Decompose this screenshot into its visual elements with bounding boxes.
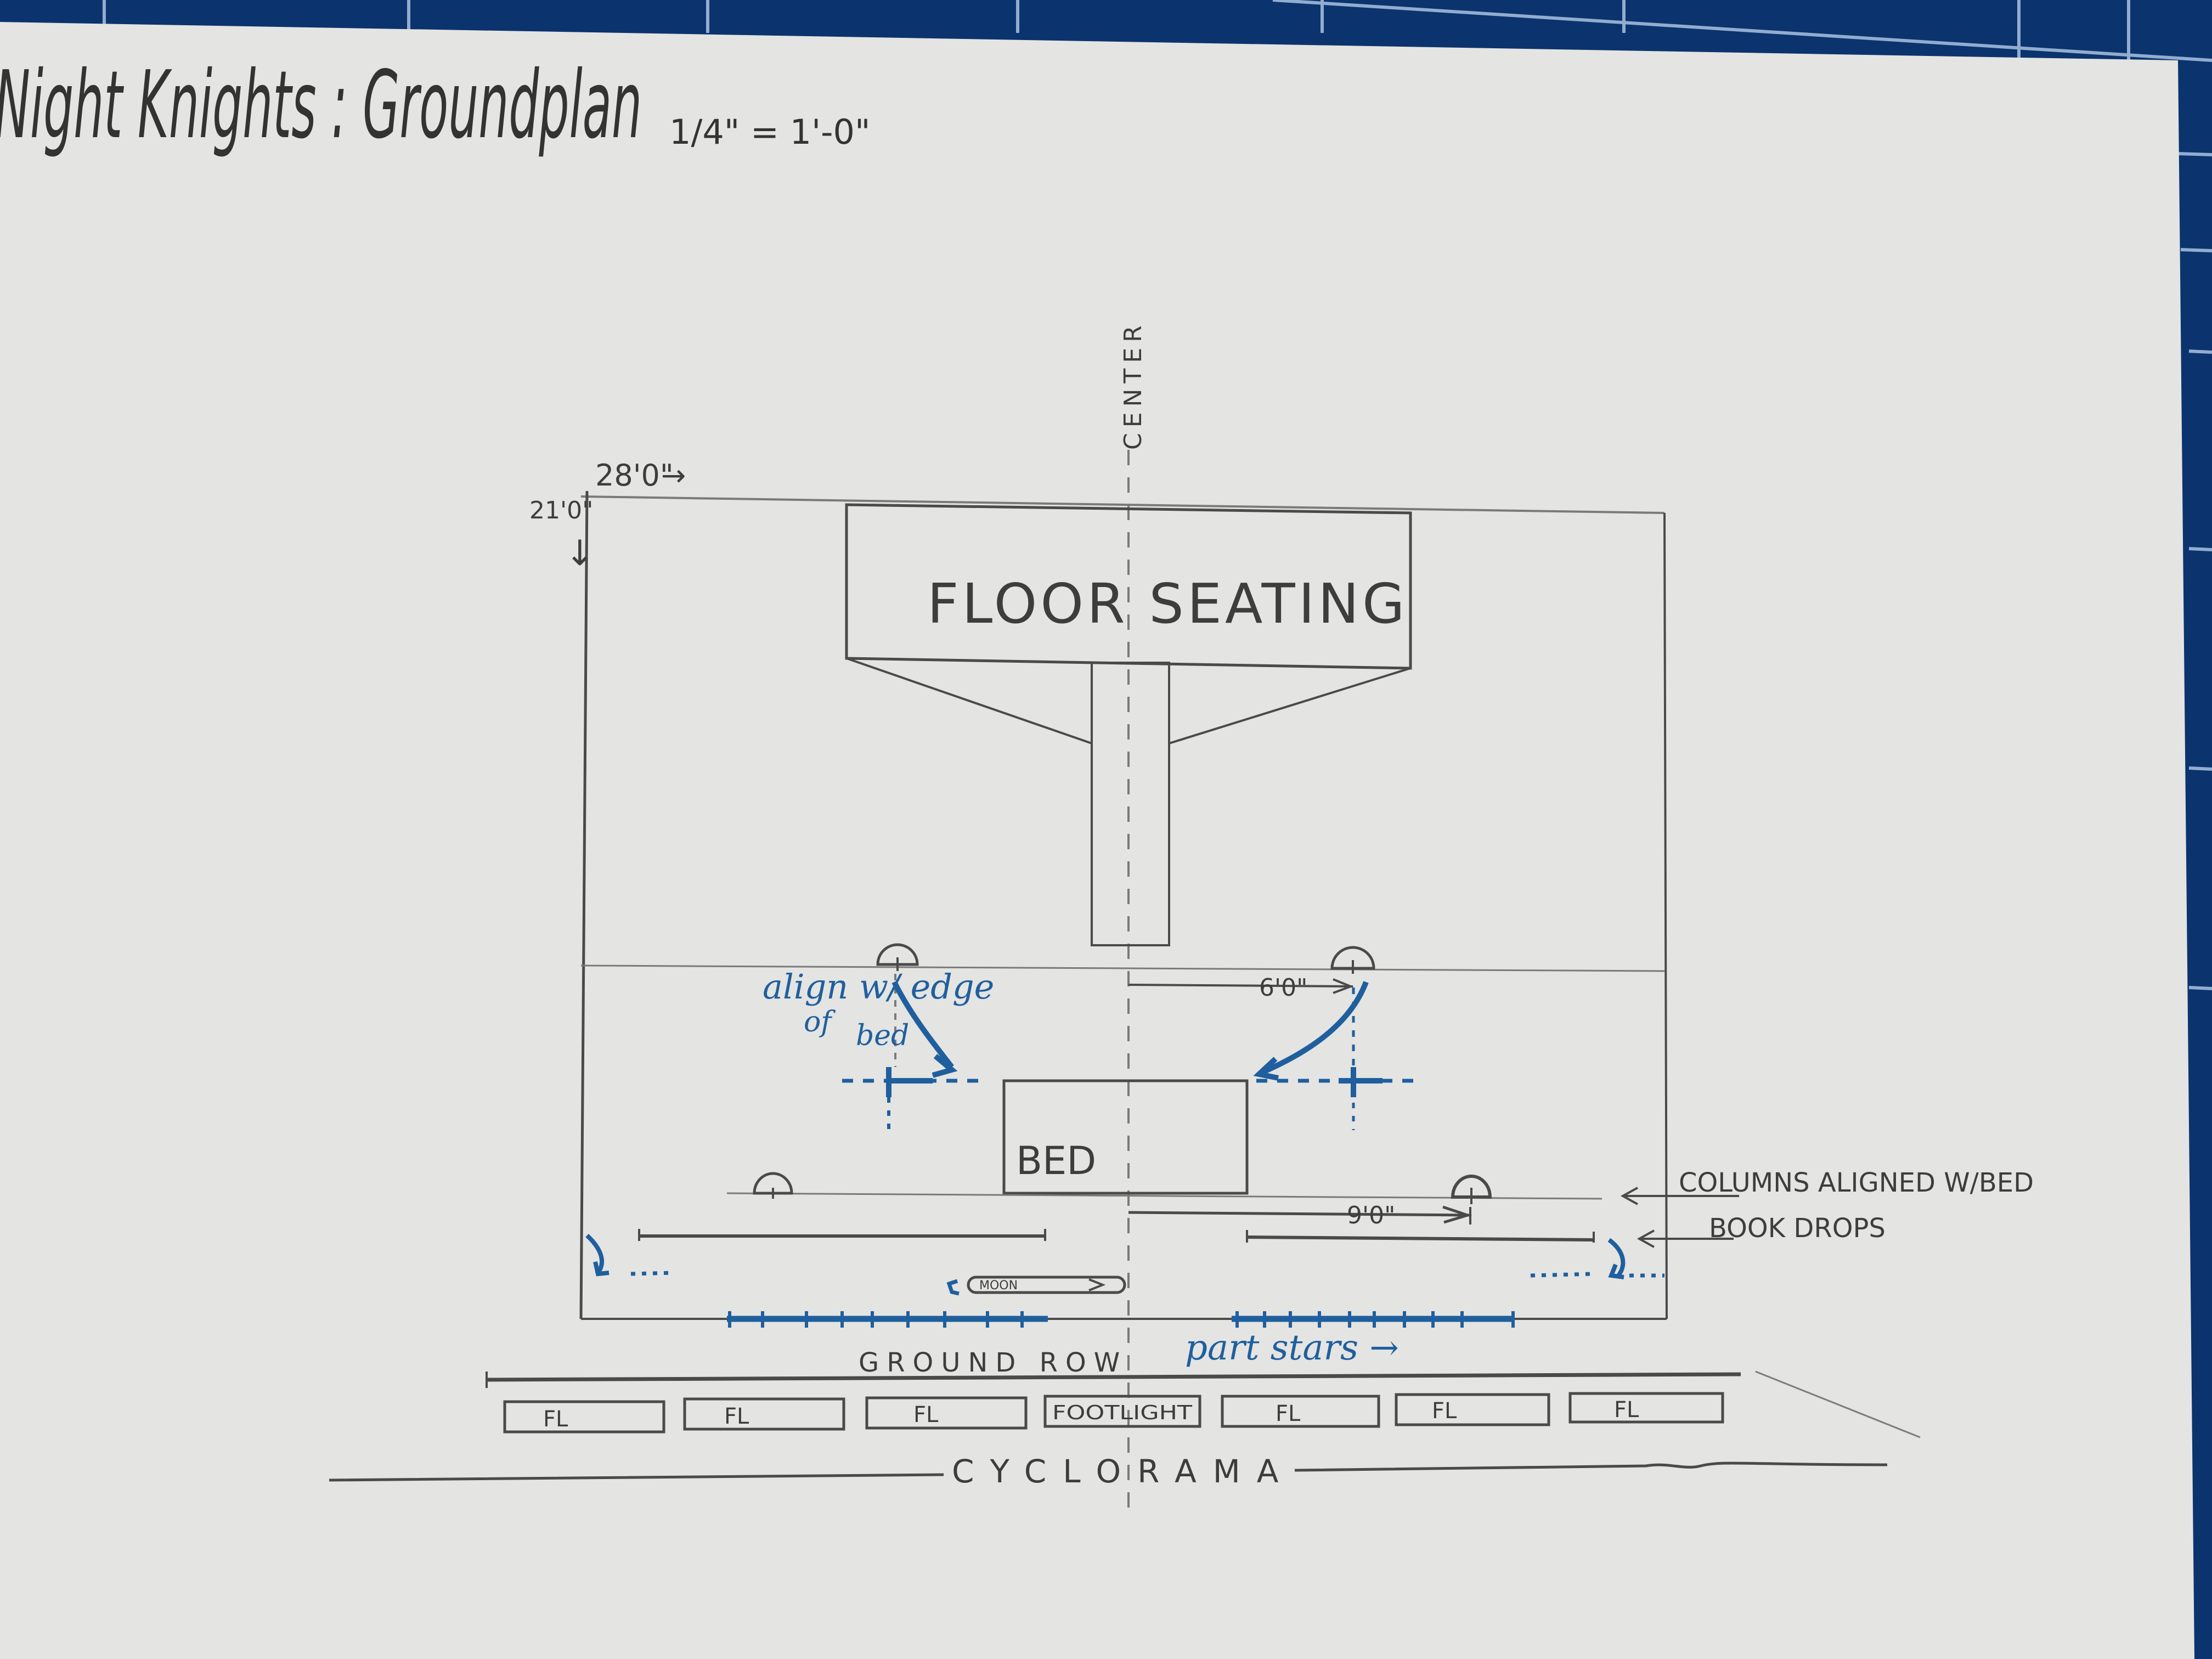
footlight-box-center: FOOTLIGHT <box>1043 1395 1201 1428</box>
footlight-box: FL <box>1221 1395 1380 1428</box>
svg-text:FL: FL <box>543 1407 568 1432</box>
paper <box>0 22 2194 1659</box>
floor-seating-label: FLOOR SEATING <box>927 572 1408 636</box>
dimension-6ft-label: 6'0" <box>1259 974 1307 1002</box>
svg-text:FL: FL <box>724 1404 749 1429</box>
width-arrow-icon: → <box>661 458 686 493</box>
align-note-line1: align w/ edge <box>763 967 994 1007</box>
bed: BED <box>1002 1079 1249 1195</box>
sheet-title: Night Knights : Groundplan <box>0 51 642 160</box>
moon-travel-arrow-icon <box>946 1279 960 1296</box>
star-batten <box>727 1311 1515 1328</box>
paper-fold-line <box>1755 1370 1921 1438</box>
width-dimension: 28'0" <box>595 458 674 493</box>
left-drop-arrowhead-icon <box>593 1261 610 1277</box>
left-align-arrowhead-icon <box>932 1054 958 1078</box>
book-drops-callout-label: BOOK DROPS <box>1709 1213 1886 1244</box>
left-drop-trim-line <box>630 1271 675 1276</box>
footlight-box: FL <box>683 1397 845 1431</box>
footlight-box: FL <box>1395 1393 1550 1426</box>
depth-dimension: 21'0" <box>529 496 593 524</box>
footlight-row: FL FL FL FOOTLIGHT FL FL FL <box>503 1392 1724 1434</box>
right-column-target-mark <box>1256 988 1415 1130</box>
footlight-box: FL <box>503 1400 665 1434</box>
ground-row-label: GROUND ROW <box>859 1347 1127 1378</box>
scale-label: 1/4" = 1'-0" <box>669 112 871 152</box>
footlight-box: FL <box>865 1396 1028 1430</box>
moon-unit: MOON <box>967 1276 1126 1294</box>
dimension-9ft: 9'0" <box>1128 1201 1472 1229</box>
bed-label: BED <box>1016 1138 1096 1183</box>
center-aisle <box>1091 662 1170 946</box>
column-icon <box>876 943 919 971</box>
dimension-6ft: 6'0" <box>1128 974 1354 1002</box>
right-drop-arrowhead-icon <box>1608 1263 1624 1279</box>
dimension-9ft-label: 9'0" <box>1347 1201 1395 1229</box>
left-drop-arrow-icon <box>585 1234 605 1274</box>
svg-text:FOOTLIGHT: FOOTLIGHT <box>1052 1402 1193 1424</box>
book-drop-left <box>638 1229 1046 1241</box>
column-icon <box>1451 1175 1492 1204</box>
columns-callout: COLUMNS ALIGNED W/BED <box>1620 1167 2034 1205</box>
column-line-upstage <box>580 964 1665 972</box>
book-drop-right <box>1246 1230 1595 1243</box>
right-drop-arrow-icon <box>1607 1238 1626 1277</box>
left-align-arrow-icon <box>891 980 954 1069</box>
columns-callout-label: COLUMNS ALIGNED W/BED <box>1679 1167 2034 1198</box>
right-align-arrowhead-icon <box>1253 1057 1279 1081</box>
cyclorama-label: CYCLORAMA <box>952 1453 1295 1490</box>
moon-label: MOON <box>979 1279 1018 1293</box>
ground-row-line <box>486 1372 1741 1382</box>
column-icon <box>753 1172 793 1199</box>
depth-arrow-icon: ↓ <box>565 533 595 574</box>
right-align-arrow-icon <box>1260 981 1369 1075</box>
svg-text:FL: FL <box>913 1402 939 1427</box>
footlight-box: FL <box>1568 1392 1724 1424</box>
svg-text:FL: FL <box>1614 1397 1639 1423</box>
centerline: CENTER <box>1119 320 1147 1514</box>
svg-text:FL: FL <box>1276 1401 1301 1426</box>
part-stars-note: part stars → <box>1185 1328 1399 1368</box>
svg-text:FL: FL <box>1432 1398 1457 1424</box>
align-note-line3: bed <box>856 1019 909 1052</box>
center-label: CENTER <box>1119 320 1147 450</box>
align-note-line2: of <box>804 1006 836 1039</box>
column-icon <box>1330 946 1375 974</box>
floor-seating: FLOOR SEATING <box>845 503 1412 744</box>
book-drops-callout: BOOK DROPS <box>1637 1213 1886 1248</box>
cyclorama: CYCLORAMA <box>329 1453 1888 1490</box>
